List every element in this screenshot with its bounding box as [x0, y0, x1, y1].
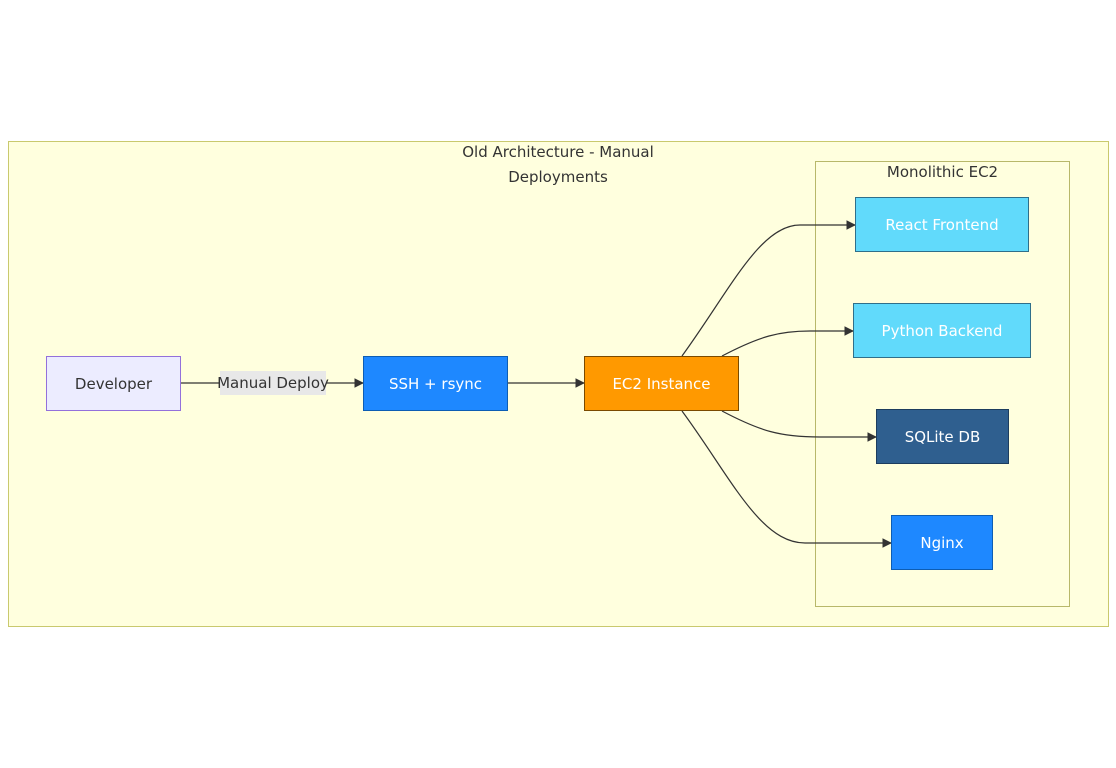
edge-ec2-sqlite — [721, 410, 877, 442]
edge-label-manual-deploy: Manual Deploy — [217, 371, 329, 395]
inner-cluster-title: Monolithic EC2 — [886, 163, 999, 181]
edge-ec2-react — [681, 220, 856, 357]
outer-cluster-title-line2: Deployments — [508, 168, 608, 186]
outer-cluster-title-line1: Old Architecture - Manual — [462, 143, 654, 161]
node-react-frontend[interactable]: React Frontend — [855, 197, 1029, 252]
node-python-backend[interactable]: Python Backend — [853, 303, 1031, 358]
node-sqlite-db[interactable]: SQLite DB — [876, 409, 1009, 464]
node-ssh-rsync[interactable]: SSH + rsync — [363, 356, 508, 411]
edge-ec2-nginx — [681, 410, 892, 548]
edge-ec2-python — [721, 326, 854, 357]
node-ec2-instance[interactable]: EC2 Instance — [584, 356, 739, 411]
node-nginx[interactable]: Nginx — [891, 515, 993, 570]
outer-cluster-title: Old Architecture - Manual Deployments — [408, 140, 708, 190]
node-developer[interactable]: Developer — [46, 356, 181, 411]
